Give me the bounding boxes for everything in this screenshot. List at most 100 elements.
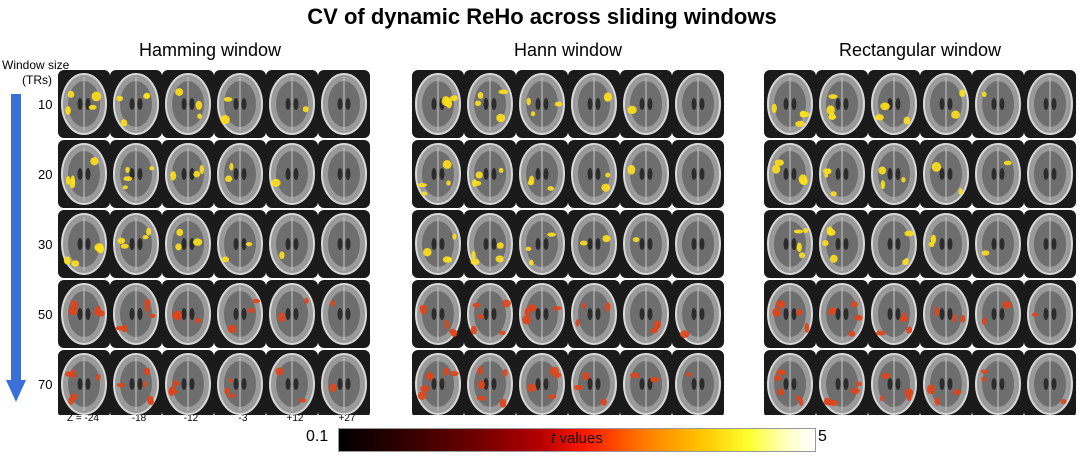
activation-blob — [88, 104, 97, 110]
brain-slice — [972, 210, 1024, 278]
ventricle — [791, 378, 797, 390]
activation-blob — [450, 95, 459, 102]
ventricle — [783, 378, 789, 390]
ventricle — [691, 378, 697, 390]
brain-slice — [412, 280, 464, 348]
activation-blob — [495, 255, 504, 263]
ventricle — [691, 168, 697, 180]
activation-blob — [279, 251, 285, 260]
activation-blob — [906, 392, 912, 402]
ventricle — [887, 378, 893, 390]
brain-slice — [266, 210, 318, 278]
brain-slice — [1024, 70, 1076, 138]
ventricle — [587, 168, 593, 180]
ventricle — [543, 238, 549, 250]
window-size-unit-label: (TRs) — [22, 73, 52, 87]
brain-slice — [318, 70, 370, 138]
activation-blob — [772, 308, 780, 317]
brain-slice — [214, 210, 266, 278]
brain-slice — [318, 350, 370, 415]
ventricle — [843, 98, 849, 110]
activation-blob — [172, 380, 180, 387]
ventricle — [77, 378, 83, 390]
activation-blob — [472, 179, 478, 188]
activation-blob — [176, 228, 184, 237]
activation-blob — [142, 235, 149, 240]
activation-blob — [793, 229, 804, 234]
ventricle — [483, 98, 489, 110]
ventricle — [129, 378, 135, 390]
ventricle — [241, 238, 247, 250]
activation-blob — [477, 91, 484, 99]
brain-slice — [516, 280, 568, 348]
activation-blob — [552, 372, 562, 378]
ventricle — [483, 308, 489, 320]
ventricle — [345, 168, 351, 180]
activation-blob — [64, 371, 72, 377]
brain-slice — [1024, 210, 1076, 278]
activation-blob — [527, 180, 534, 186]
brain-slice — [920, 140, 972, 208]
brain-slice — [568, 280, 620, 348]
brain-slice — [920, 280, 972, 348]
activation-blob — [981, 317, 987, 325]
ventricle — [939, 308, 945, 320]
ventricle — [947, 168, 953, 180]
brain-slice — [620, 70, 672, 138]
activation-blob — [777, 388, 785, 396]
activation-blob — [632, 237, 640, 243]
activation-blob — [823, 397, 832, 405]
activation-blob — [880, 180, 886, 190]
activation-blob — [199, 164, 204, 175]
activation-blob — [443, 367, 450, 376]
brain-slice — [672, 70, 724, 138]
ventricle — [535, 98, 541, 110]
brain-slice — [920, 210, 972, 278]
activation-blob — [450, 370, 459, 377]
activation-blob — [499, 398, 507, 408]
ventricle — [85, 168, 91, 180]
brain-slice — [266, 140, 318, 208]
activation-blob — [850, 301, 859, 308]
ventricle — [835, 168, 841, 180]
activation-blob — [302, 106, 309, 113]
ventricle — [699, 98, 705, 110]
ventricle — [783, 238, 789, 250]
ventricle — [535, 378, 541, 390]
ventricle — [77, 308, 83, 320]
activation-blob — [470, 258, 480, 266]
activation-blob — [854, 314, 863, 321]
activation-blob — [551, 306, 562, 311]
activation-blob — [421, 191, 428, 196]
activation-blob — [579, 240, 588, 246]
activation-blob — [600, 398, 607, 406]
ventricle — [791, 168, 797, 180]
ventricle — [595, 308, 601, 320]
brain-slice — [214, 140, 266, 208]
row-label-20: 20 — [38, 167, 53, 182]
activation-blob — [824, 172, 829, 178]
brain-slice — [972, 70, 1024, 138]
brain-slice — [1024, 280, 1076, 348]
window-size-arrow — [6, 94, 26, 402]
brain-slice — [58, 280, 110, 348]
activation-blob — [526, 97, 531, 106]
z-slice-label-2: -18 — [131, 413, 147, 424]
activation-blob — [148, 313, 156, 318]
ventricle — [345, 378, 351, 390]
activation-blob — [229, 162, 234, 171]
ventricle — [85, 378, 91, 390]
activation-blob — [144, 298, 151, 309]
brain-slice — [58, 70, 110, 138]
activation-blob — [798, 174, 808, 185]
ventricle — [285, 168, 291, 180]
activation-blob — [554, 101, 563, 107]
ventricle — [999, 238, 1005, 250]
activation-blob — [70, 369, 76, 379]
activation-blob — [685, 372, 692, 377]
ventricle — [129, 308, 135, 320]
activation-blob — [653, 320, 661, 330]
activation-blob — [125, 166, 130, 173]
activation-blob — [605, 172, 611, 178]
z-slice-label-6: +27 — [338, 413, 356, 424]
